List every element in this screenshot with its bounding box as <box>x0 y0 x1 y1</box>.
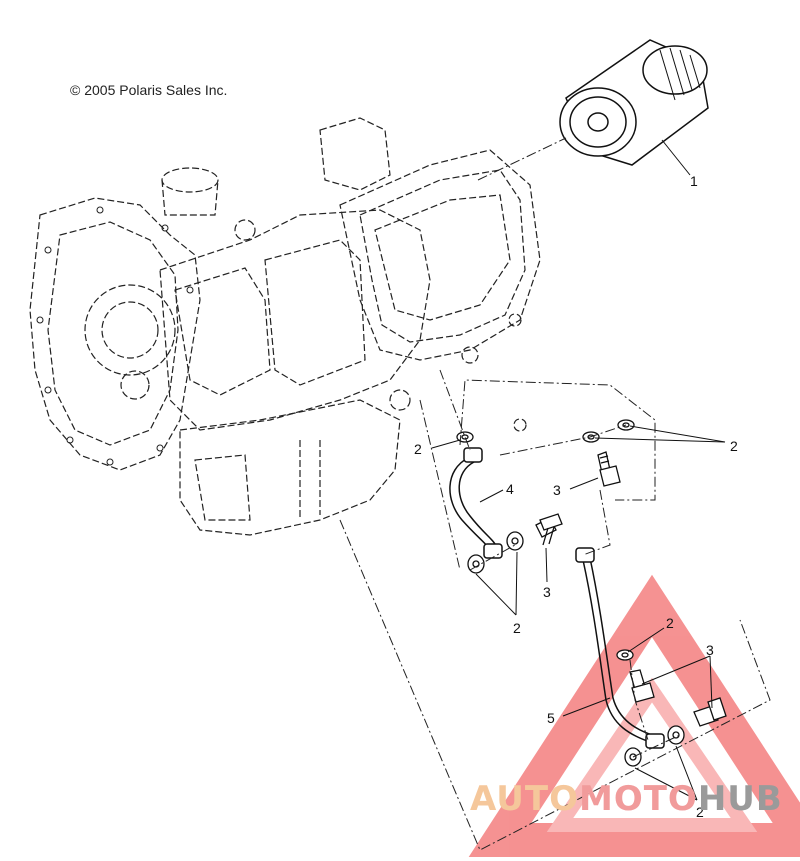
svg-text:AUTOMOTOHUB: AUTOMOTOHUB <box>470 779 783 819</box>
callout-3-lower: 3 <box>706 642 714 658</box>
watermark-text: AUTOMOTOHUB <box>470 779 783 819</box>
banjo-bolts <box>535 451 727 727</box>
callout-2-upper-right: 2 <box>730 438 738 454</box>
watermark-triangle <box>468 574 800 857</box>
copyright-notice: © 2005 Polaris Sales Inc. <box>70 82 228 98</box>
watermark-logo <box>468 574 800 857</box>
sealing-washers <box>456 419 685 767</box>
assembly-lines <box>339 137 771 851</box>
watermark-triangle-inner <box>546 677 758 832</box>
callout-1: 1 <box>690 173 698 189</box>
leader-lines <box>431 139 726 801</box>
callout-3-upper: 3 <box>553 482 561 498</box>
watermark-hub: HUB <box>698 779 783 819</box>
callout-3-middle: 3 <box>543 584 551 600</box>
oil-line-5 <box>575 547 665 749</box>
watermark-auto: AUTO <box>470 779 579 819</box>
callout-5: 5 <box>547 710 555 726</box>
oil-filter <box>559 39 709 166</box>
callout-2-lower-upper: 2 <box>666 615 674 631</box>
engine-block <box>29 117 541 536</box>
callout-2-upper-left: 2 <box>414 441 422 457</box>
callout-2-middle: 2 <box>513 620 521 636</box>
callout-labels: 1 2 2 4 3 3 2 2 3 5 2 <box>414 173 738 820</box>
oil-line-4 <box>449 447 503 559</box>
callout-4: 4 <box>506 481 514 497</box>
callout-2-bottom: 2 <box>696 804 704 820</box>
housing-bolts <box>36 206 194 466</box>
watermark-moto: MOTO <box>579 779 698 819</box>
